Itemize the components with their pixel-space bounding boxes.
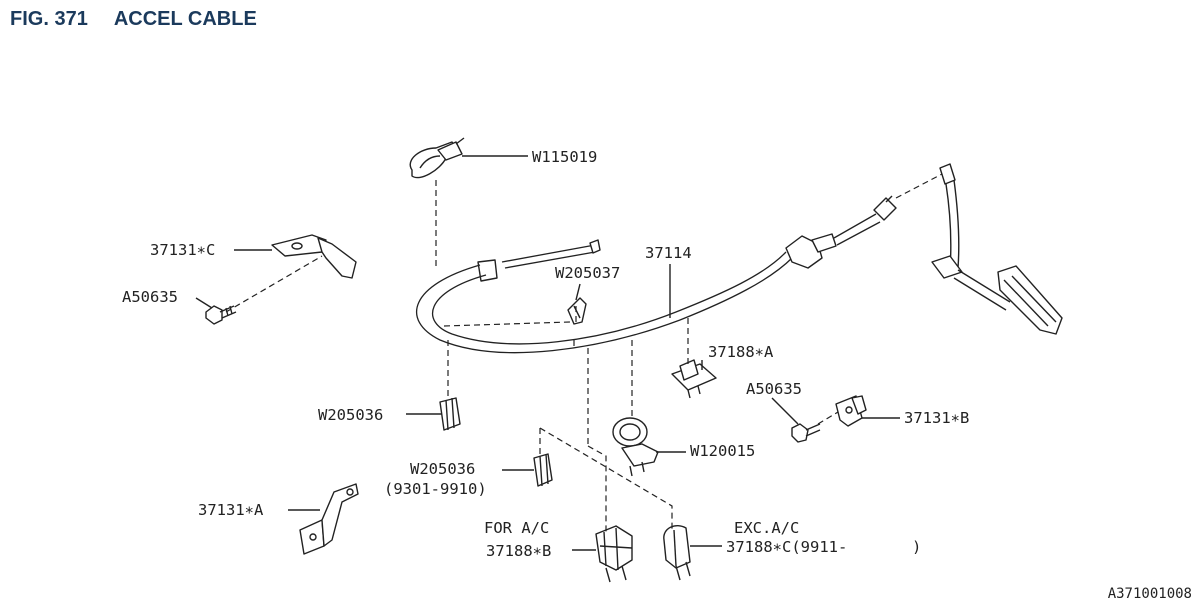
- label-a50635-left: A50635: [122, 288, 178, 306]
- label-w205036-mid: W205036: [410, 460, 475, 478]
- accelerator-pedal-assembly[interactable]: [931, 163, 1063, 335]
- clip-w205037[interactable]: [567, 297, 587, 325]
- label-37131a: 37131∗A: [198, 501, 264, 519]
- clip-37188a[interactable]: [671, 359, 717, 399]
- band-clamp-w120015[interactable]: [612, 417, 659, 477]
- label-exc-ac: EXC.A/C: [734, 519, 799, 537]
- part-labels: W115019 37114 W205037 37131∗C A50635 371…: [122, 148, 969, 560]
- label-37188c-close: ): [912, 538, 921, 556]
- label-w115019: W115019: [532, 148, 597, 166]
- clip-37188b[interactable]: [595, 525, 633, 583]
- label-37114: 37114: [645, 244, 692, 262]
- clip-37188c[interactable]: [663, 524, 691, 581]
- bracket-37131a[interactable]: [299, 483, 359, 555]
- assembly-dashed-lines: [225, 173, 943, 532]
- figure-header: FIG. 371 ACCEL CABLE: [10, 4, 257, 34]
- bolt-a50635-right[interactable]: [791, 423, 821, 443]
- label-w205036-left: W205036: [318, 406, 383, 424]
- clip-w205036-mid[interactable]: [533, 453, 553, 487]
- label-37188a: 37188∗A: [708, 343, 774, 361]
- label-w205036-mid-range: (9301-9910): [384, 480, 487, 498]
- label-37188c: 37188∗C(9911-: [726, 538, 847, 556]
- label-for-ac: FOR A/C: [484, 519, 549, 537]
- label-37188b: 37188∗B: [486, 542, 551, 560]
- label-37131b: 37131∗B: [904, 409, 969, 427]
- bracket-37131b[interactable]: [835, 395, 867, 427]
- figure-title: ACCEL CABLE: [113, 7, 257, 30]
- label-w205037: W205037: [555, 264, 620, 282]
- label-a50635-right: A50635: [746, 380, 802, 398]
- label-37131c: 37131∗C: [150, 241, 215, 259]
- label-w120015: W120015: [690, 442, 755, 460]
- bracket-37131c[interactable]: [271, 234, 357, 279]
- leader-lines: [195, 155, 900, 551]
- bolt-a50635-left[interactable]: [205, 305, 237, 325]
- clip-w115019[interactable]: [409, 137, 465, 179]
- figure-number: FIG. 371: [10, 7, 88, 30]
- clip-w205036-left[interactable]: [439, 397, 461, 431]
- diagram-code: A371001008: [1107, 586, 1192, 602]
- accel-cable-37114[interactable]: [415, 195, 897, 354]
